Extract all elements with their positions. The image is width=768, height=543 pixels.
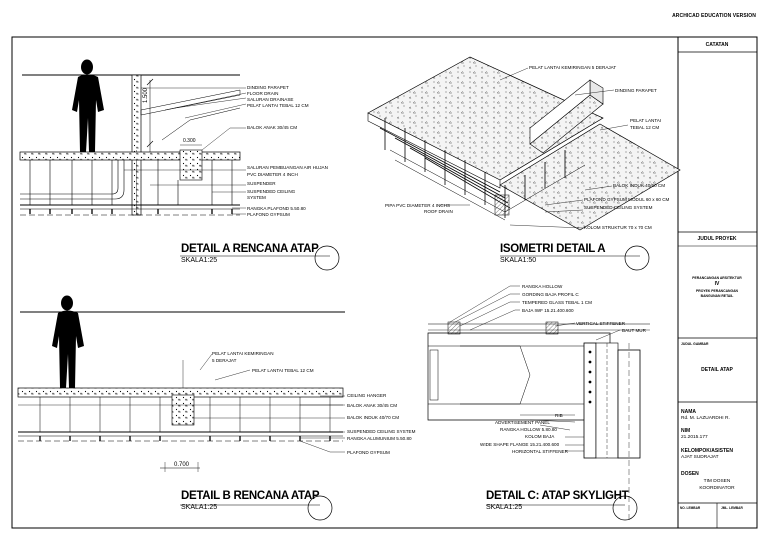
label: SUSPENDED CEILING [247, 189, 296, 194]
label: PVC DIAMETER 4 INCH [247, 172, 298, 177]
label: BALOK INDUK 40/70 CM [347, 415, 400, 420]
label: PELAT LANTAI KEMIRINGAN [212, 351, 274, 356]
label: SALURAN PEMBUANGAN AIR HUJAN [247, 165, 328, 170]
label: BALOK ANAK 30/45 CM [347, 403, 398, 408]
label: DINDING PARAPET [247, 85, 289, 90]
dim-horizontal: 0.700 [174, 462, 190, 468]
label: RANGKA PLAFOND 5.50.80 [247, 206, 306, 211]
detail-c-title: DETAIL C: ATAP SKYLIGHT [486, 490, 629, 502]
label: PLAFOND GYPSUM [347, 450, 390, 455]
isometric-drawing [367, 56, 681, 271]
human-figure-icon [52, 295, 84, 388]
label: WIDE SHAPE FLANGE 15.21.400.600 [480, 442, 560, 447]
label: SALURAN DRAINASE [247, 97, 294, 102]
dim-vertical: 1.500 [143, 87, 149, 103]
drawing-title: DETAIL ATAP [701, 367, 733, 373]
kelompok-label: KELOMPOK/ASISTEN [681, 448, 733, 454]
label: HORIZONTAL STIFFENER [512, 449, 568, 454]
judul-proyek-heading: JUDUL PROYEK [697, 236, 737, 242]
label: PLAFOND GYPSUM MODUL 60 x 60 CM [584, 197, 670, 202]
dim-horizontal: 0.300 [183, 138, 196, 144]
label: TEMPERED GLASS TEBAL 1 CM [522, 300, 592, 305]
dosen-value-2: KOORDINATOR [699, 486, 735, 491]
dosen-label: DOSEN [681, 471, 699, 477]
detail-a-scale: SKALA1:25 [181, 257, 218, 264]
detail-b-scale: SKALA1:25 [181, 504, 218, 511]
label: PIPA PVC DIAMETER 4 INCHS [385, 203, 451, 208]
label: RANGKA ALUMUNIUM 5.50.80 [347, 436, 412, 441]
detail-c-drawing [427, 285, 650, 521]
label: SUSPENDED CEILING SYSTEM [347, 429, 416, 434]
label: BALOK INDUK 40/60 CM [613, 183, 666, 188]
nim-value: 21.2015.177 [681, 435, 708, 440]
label: KOLOM BAJA [525, 434, 555, 439]
proyek-line4: BANGUNAN RETAIL [700, 294, 734, 298]
label: RIB [555, 413, 563, 418]
dosen-value-1: TIM DOSEN [703, 479, 731, 484]
jml-lembar-label: JML. LEMBAR [721, 506, 743, 510]
label: KOLOM STRUKTUR 70 x 70 CM [584, 225, 652, 230]
label: BAUT MUR [622, 328, 646, 333]
label: PLAFOND GYPSUM [247, 212, 290, 217]
vendor-watermark: ARCHICAD EDUCATION VERSION [672, 13, 756, 19]
detail-c-scale: SKALA1:25 [486, 504, 523, 511]
label: SUSPENDER [247, 181, 276, 186]
label: DINDING PARAPET [615, 88, 657, 93]
label: PELAT LANTAI TEBAL 12 CM [252, 368, 314, 373]
label: ADVERTISEMENT PANEL [495, 420, 550, 425]
detail-b-title: DETAIL B RENCANA ATAP [181, 490, 320, 502]
nama-label: NAMA [681, 409, 696, 415]
proyek-line2: IV [714, 281, 720, 287]
label: GORDING BAJA PROFIL C [522, 292, 579, 297]
detail-a-drawing [19, 59, 340, 271]
isometric-title: ISOMETRI DETAIL A [500, 243, 606, 255]
label: TEBAL 12 CM [630, 125, 660, 130]
label: 5 DERAJAT [212, 358, 237, 363]
detail-a-title: DETAIL A RENCANA ATAP [181, 243, 319, 255]
label: ROOF DRAIN [424, 209, 453, 214]
proyek-line1: PERANCANGAN ARSITEKTUR [692, 276, 742, 280]
label: BAJA IWF 15.21.400.600 [522, 308, 574, 313]
label: PELAT LANTAI [630, 118, 662, 123]
kelompok-value: AJAT SUDRAJAT [681, 455, 719, 460]
human-figure-icon [72, 59, 104, 152]
no-lembar-label: NO. LEMBAR [680, 506, 701, 510]
label: SYSTEM [247, 195, 266, 200]
label: RANGKA HOLLOW 5.80.80 [500, 427, 557, 432]
proyek-line3: PROYEK PERANCANGAN [695, 289, 738, 293]
label: SUSPENDED CEILING SYSTEM [584, 205, 653, 210]
label: PELAT LANTAI TEBAL 12 CM [247, 103, 309, 108]
nama-value: Rd. M. LAZUARDHI R. [681, 416, 730, 421]
label: VERTICAL STIFFENER [576, 321, 626, 326]
label: PELAT LANTAI KEMIRINGAN 5 DERAJAT [529, 65, 617, 70]
isometric-scale: SKALA1:50 [500, 257, 537, 264]
label: RANGKA HOLLOW [522, 284, 563, 289]
judul-gambar-heading: JUDUL GAMBAR [681, 342, 709, 346]
label: BALOK ANAK 30/45 CM [247, 125, 298, 130]
nim-label: NIM [681, 428, 691, 434]
label: CEILING HANGER [347, 393, 387, 398]
catatan-heading: CATATAN [705, 42, 729, 48]
detail-b-drawing [17, 295, 345, 521]
label: FLOOR DRAIN [247, 91, 279, 96]
